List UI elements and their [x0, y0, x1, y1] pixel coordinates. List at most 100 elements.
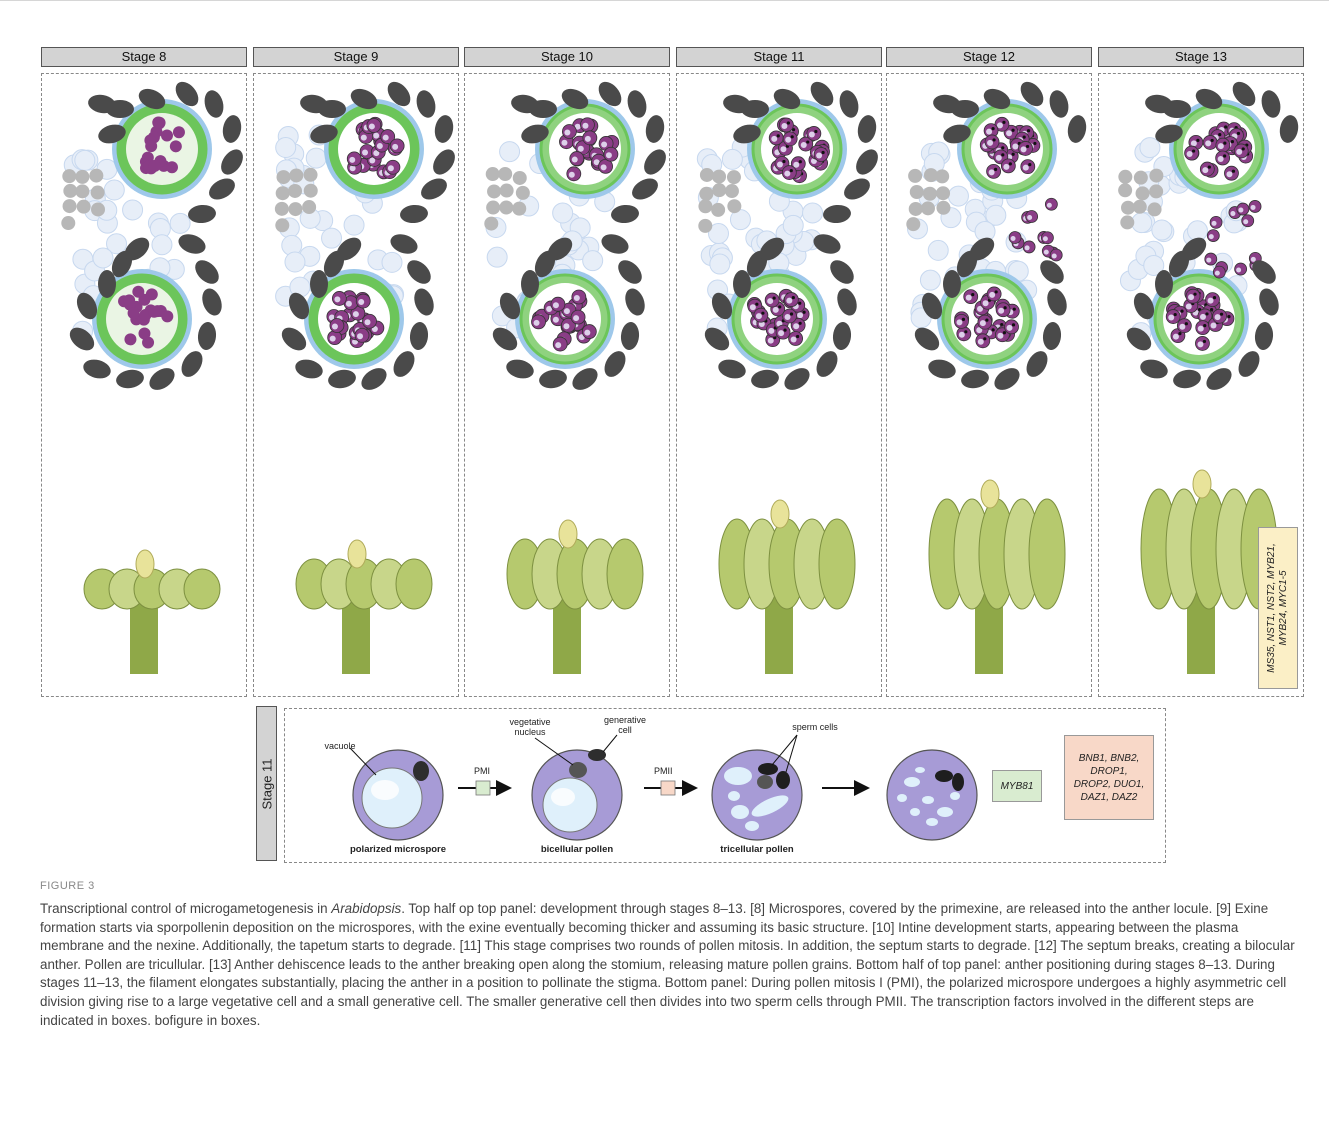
epidermis-cell: [926, 357, 958, 382]
epidermis-cell: [98, 270, 116, 298]
pollen-grain: [145, 140, 157, 152]
pollen-nucleus: [964, 330, 967, 333]
epidermis-cell: [812, 347, 842, 380]
pollen-highlight: [362, 149, 368, 155]
endothecium-cell: [285, 252, 305, 272]
anther-illustration: [677, 74, 883, 698]
pollen-nucleus: [1213, 296, 1216, 299]
pollen-highlight: [1007, 325, 1013, 331]
floral-organ: [607, 539, 643, 609]
vascular-cell: [289, 168, 303, 182]
pollen-nucleus: [985, 319, 988, 322]
epidermis-cell: [625, 88, 650, 120]
pollen-nucleus: [778, 305, 781, 308]
vascular-cell: [711, 203, 725, 217]
epidermis-cell: [403, 256, 436, 289]
endothecium-cell: [583, 251, 603, 271]
pollen-nucleus: [1027, 129, 1030, 132]
vascular-cell: [89, 169, 103, 183]
endothecium-cell: [928, 240, 948, 260]
epidermis-cell: [837, 88, 862, 120]
vacuole-label: vacuole: [300, 741, 380, 751]
pollen-highlight: [1218, 156, 1224, 162]
epidermis-cell: [429, 145, 460, 178]
epidermis-cell: [310, 270, 328, 298]
pollen-nucleus: [773, 296, 776, 299]
vascular-cell: [725, 184, 739, 198]
pollen-highlight: [1236, 268, 1241, 273]
pollen-highlight: [1044, 250, 1049, 255]
vascular-cell: [712, 183, 726, 197]
pollen-highlight: [1215, 314, 1221, 320]
epidermis-cell: [644, 114, 667, 145]
pollen-highlight: [364, 319, 370, 325]
pollen-highlight: [797, 312, 803, 318]
pollen-highlight: [1025, 245, 1030, 250]
stigma: [771, 500, 789, 528]
pollen-grain: [152, 116, 164, 128]
generative-cell-label: generative cell: [600, 715, 650, 735]
vascular-cell: [63, 184, 77, 198]
vascular-cell: [935, 169, 949, 183]
pollen-highlight: [978, 339, 984, 345]
stage-header: Stage 11: [676, 47, 882, 67]
pollen-nucleus: [796, 335, 799, 338]
endothecium-cell: [948, 186, 968, 206]
pollen-highlight: [768, 338, 774, 344]
pmii-genes-box: BNB1, BNB2, DROP1, DROP2, DUO1, DAZ1, DA…: [1064, 735, 1154, 820]
pmii-genes-text: BNB1, BNB2, DROP1, DROP2, DUO1, DAZ1, DA…: [1071, 752, 1147, 804]
stage13-gene-box: MS35, NST1, NST2, MYB21, MYB24, MYC1-5: [1258, 527, 1298, 689]
pollen-highlight: [793, 323, 799, 329]
endothecium-cell: [93, 248, 113, 268]
pmi-label: PMI: [474, 766, 490, 776]
vascular-cell: [486, 167, 500, 181]
pollen-highlight: [534, 320, 540, 326]
pollen-highlight: [801, 142, 807, 148]
vascular-cell: [1118, 170, 1132, 184]
vascular-cell: [698, 199, 712, 213]
pollen-nucleus: [802, 311, 805, 314]
pollen-nucleus: [821, 151, 824, 154]
anther-illustration: [42, 74, 248, 698]
pollen-highlight: [1187, 151, 1193, 157]
vascular-cell: [288, 202, 302, 216]
pollen-highlight: [966, 295, 972, 301]
pollen-highlight: [997, 333, 1003, 339]
pollen-highlight: [357, 333, 363, 339]
pollen-highlight: [1188, 294, 1194, 300]
epidermis-cell: [640, 145, 671, 178]
epidermis-cell: [414, 88, 439, 120]
pollen-highlight: [778, 330, 784, 336]
pollen-nucleus: [1011, 129, 1014, 132]
pollen-highlight: [1238, 208, 1243, 213]
stage-panel: [676, 73, 882, 697]
vascular-cell: [304, 168, 318, 182]
stage-header: Stage 10: [464, 47, 670, 67]
vascular-cell: [487, 184, 501, 198]
pollen-nucleus: [1001, 146, 1004, 149]
epidermis-cell: [1155, 270, 1173, 298]
caption-italic: Arabidopsis: [331, 901, 401, 916]
pollen-nucleus: [755, 303, 758, 306]
pollen-highlight: [574, 295, 580, 301]
pollen-grain: [128, 307, 140, 319]
vascular-cell: [1134, 171, 1148, 185]
vascular-cell: [909, 202, 923, 216]
pollen-highlight: [781, 123, 787, 129]
epidermis-cell: [1044, 286, 1070, 318]
epidermis-cell: [411, 286, 437, 318]
pollen-highlight: [1186, 304, 1192, 310]
epidermis-cell: [852, 145, 883, 178]
pollen-nucleus: [1196, 139, 1199, 142]
anther-illustration: [465, 74, 671, 698]
epidermis-cell: [191, 256, 224, 289]
vascular-cell: [500, 184, 514, 198]
epidermis-cell: [1042, 321, 1062, 350]
pollen-highlight: [1197, 341, 1203, 347]
vascular-cell: [1118, 183, 1132, 197]
endothecium-cell: [803, 203, 823, 223]
pollen-nucleus: [798, 302, 801, 305]
pollen-highlight: [768, 328, 774, 334]
epidermis-cell: [943, 270, 961, 298]
stigma: [136, 550, 154, 578]
